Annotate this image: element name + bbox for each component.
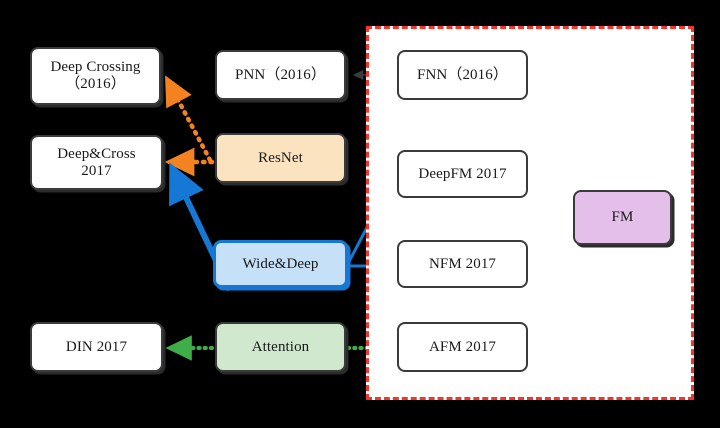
node-din[interactable]: DIN 2017 xyxy=(30,322,163,372)
node-attention[interactable]: Attention xyxy=(215,322,346,372)
node-deep-crossing[interactable]: Deep Crossing （2016） xyxy=(30,47,161,105)
node-resnet[interactable]: ResNet xyxy=(215,133,346,183)
node-deepfm[interactable]: DeepFM 2017 xyxy=(397,150,528,198)
node-wide-deep[interactable]: Wide&Deep xyxy=(213,240,348,288)
node-fnn[interactable]: FNN（2016） xyxy=(397,50,528,100)
node-deep-cross[interactable]: Deep&Cross 2017 xyxy=(30,135,163,190)
node-fm[interactable]: FM xyxy=(573,190,672,245)
edge-resnet-to-deep-crossing xyxy=(165,75,213,163)
node-nfm[interactable]: NFM 2017 xyxy=(397,240,528,288)
node-pnn[interactable]: PNN（2016） xyxy=(215,50,346,100)
node-afm[interactable]: AFM 2017 xyxy=(397,322,528,372)
